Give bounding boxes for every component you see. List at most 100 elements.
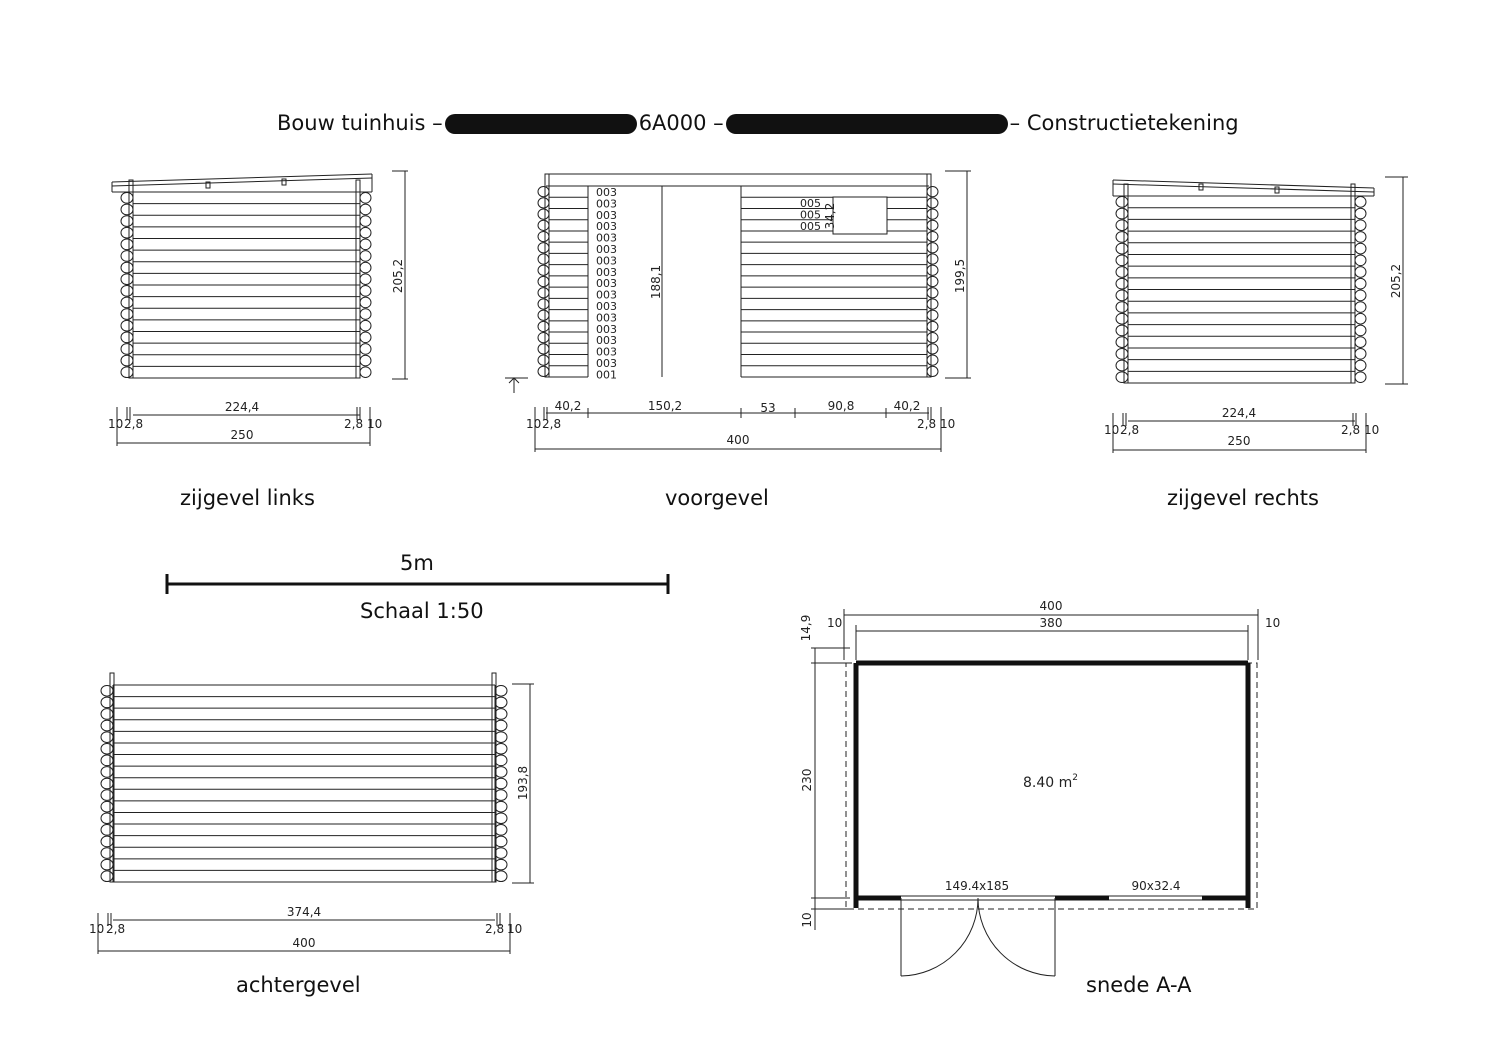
log-end xyxy=(494,800,508,813)
back-edge-right-a: 2,8 xyxy=(485,922,504,936)
log-end xyxy=(1115,324,1129,337)
log-end xyxy=(359,215,372,227)
log-end xyxy=(1354,231,1367,243)
log-end xyxy=(100,858,114,871)
log-end xyxy=(494,766,508,778)
log-end xyxy=(494,835,508,848)
left-edge-right-b: 10 xyxy=(367,417,382,431)
log-end xyxy=(537,186,550,198)
log-end xyxy=(1354,359,1367,372)
window-log-code: 005 xyxy=(800,197,821,210)
corner-post xyxy=(355,179,361,379)
log-code: 003 xyxy=(596,186,617,199)
left-edge-left-a: 10 xyxy=(108,417,123,431)
log-end xyxy=(494,847,508,859)
back-edge-left-b: 2,8 xyxy=(106,922,125,936)
section-edge-right-dim: 10 xyxy=(1265,616,1280,630)
log-end xyxy=(120,203,134,216)
front-window-height-dim: 34,2 xyxy=(823,203,837,230)
section-outer-width-dim: 400 xyxy=(1040,599,1063,613)
log-code: 003 xyxy=(596,357,617,370)
log-end xyxy=(359,285,372,297)
log-code: 003 xyxy=(596,209,617,222)
front-edge-right-b: 10 xyxy=(940,417,955,431)
log-end xyxy=(1354,336,1367,348)
front-total-width-dim: 400 xyxy=(727,433,750,447)
log-code: 003 xyxy=(596,277,617,290)
scale-caption: Schaal 1:50 xyxy=(360,599,484,623)
log-end xyxy=(926,365,939,378)
log-end xyxy=(494,812,508,825)
corner-post xyxy=(109,672,115,883)
log-end xyxy=(537,332,550,344)
log-end xyxy=(359,192,372,204)
log-end xyxy=(926,253,939,265)
log-end xyxy=(1354,254,1367,267)
log-end xyxy=(1354,207,1367,220)
log-end xyxy=(494,754,508,767)
front-edge-left-b: 2,8 xyxy=(542,417,561,431)
log-end xyxy=(494,696,508,709)
log-end xyxy=(1354,242,1367,255)
log-end xyxy=(537,208,550,220)
log-code: 003 xyxy=(596,334,617,347)
log-end xyxy=(120,366,134,378)
log-end xyxy=(359,261,372,274)
corner-post xyxy=(491,672,497,883)
redacted-block-1 xyxy=(444,114,637,134)
corner-post xyxy=(1123,183,1129,384)
log-end xyxy=(100,870,114,882)
log-code: 003 xyxy=(596,243,617,256)
back-edge-right-b: 10 xyxy=(507,922,522,936)
log-code: 003 xyxy=(596,232,617,245)
log-end xyxy=(537,275,550,288)
log-end xyxy=(359,296,372,309)
front-seg-5: 40,2 xyxy=(894,399,921,413)
log-code: 001 xyxy=(596,368,617,381)
section-area-sup: 2 xyxy=(1072,773,1078,783)
log-end xyxy=(1354,371,1367,383)
log-end xyxy=(926,343,939,355)
log-code: 003 xyxy=(596,300,617,313)
title-part-1: Bouw tuinhuis – xyxy=(277,111,443,135)
log-end xyxy=(537,298,550,310)
back-height-dim: 193,8 xyxy=(516,766,530,800)
log-code: 003 xyxy=(596,346,617,359)
right-height-dim: 205,2 xyxy=(1389,264,1403,298)
log-end xyxy=(494,858,508,871)
front-edge-right-a: 2,8 xyxy=(917,417,936,431)
title-part-3: – Constructietekening xyxy=(1009,111,1239,135)
log-end xyxy=(494,742,508,755)
log-code: 003 xyxy=(596,266,617,279)
front-seg-2: 150,2 xyxy=(648,399,682,413)
log-end xyxy=(100,835,114,848)
log-end xyxy=(1354,219,1367,232)
log-end xyxy=(1115,359,1129,372)
corner-post xyxy=(128,179,134,379)
log-end xyxy=(537,365,550,378)
log-end xyxy=(359,250,372,262)
log-end xyxy=(100,696,114,709)
log-end xyxy=(120,226,134,239)
log-end xyxy=(359,238,372,251)
log-end xyxy=(1115,277,1129,290)
log-end xyxy=(100,742,114,755)
right-edge-right-a: 2,8 xyxy=(1341,423,1360,437)
section-bottom-offset-dim: 10 xyxy=(800,912,814,927)
front-seg-3: 53 xyxy=(760,401,775,415)
log-end xyxy=(926,309,939,321)
log-end xyxy=(1115,231,1129,243)
back-inner-width-dim: 374,4 xyxy=(287,905,321,919)
log-end xyxy=(1354,312,1367,325)
log-end xyxy=(1354,277,1367,290)
front-wall-height-dim: 199,5 xyxy=(953,259,967,293)
log-end xyxy=(100,847,114,859)
log-end xyxy=(926,287,939,299)
log-end xyxy=(926,275,939,288)
log-end xyxy=(100,777,114,790)
log-end xyxy=(120,296,134,309)
log-end xyxy=(1115,254,1129,267)
log-end xyxy=(100,824,114,836)
caption-back: achtergevel xyxy=(236,973,361,997)
